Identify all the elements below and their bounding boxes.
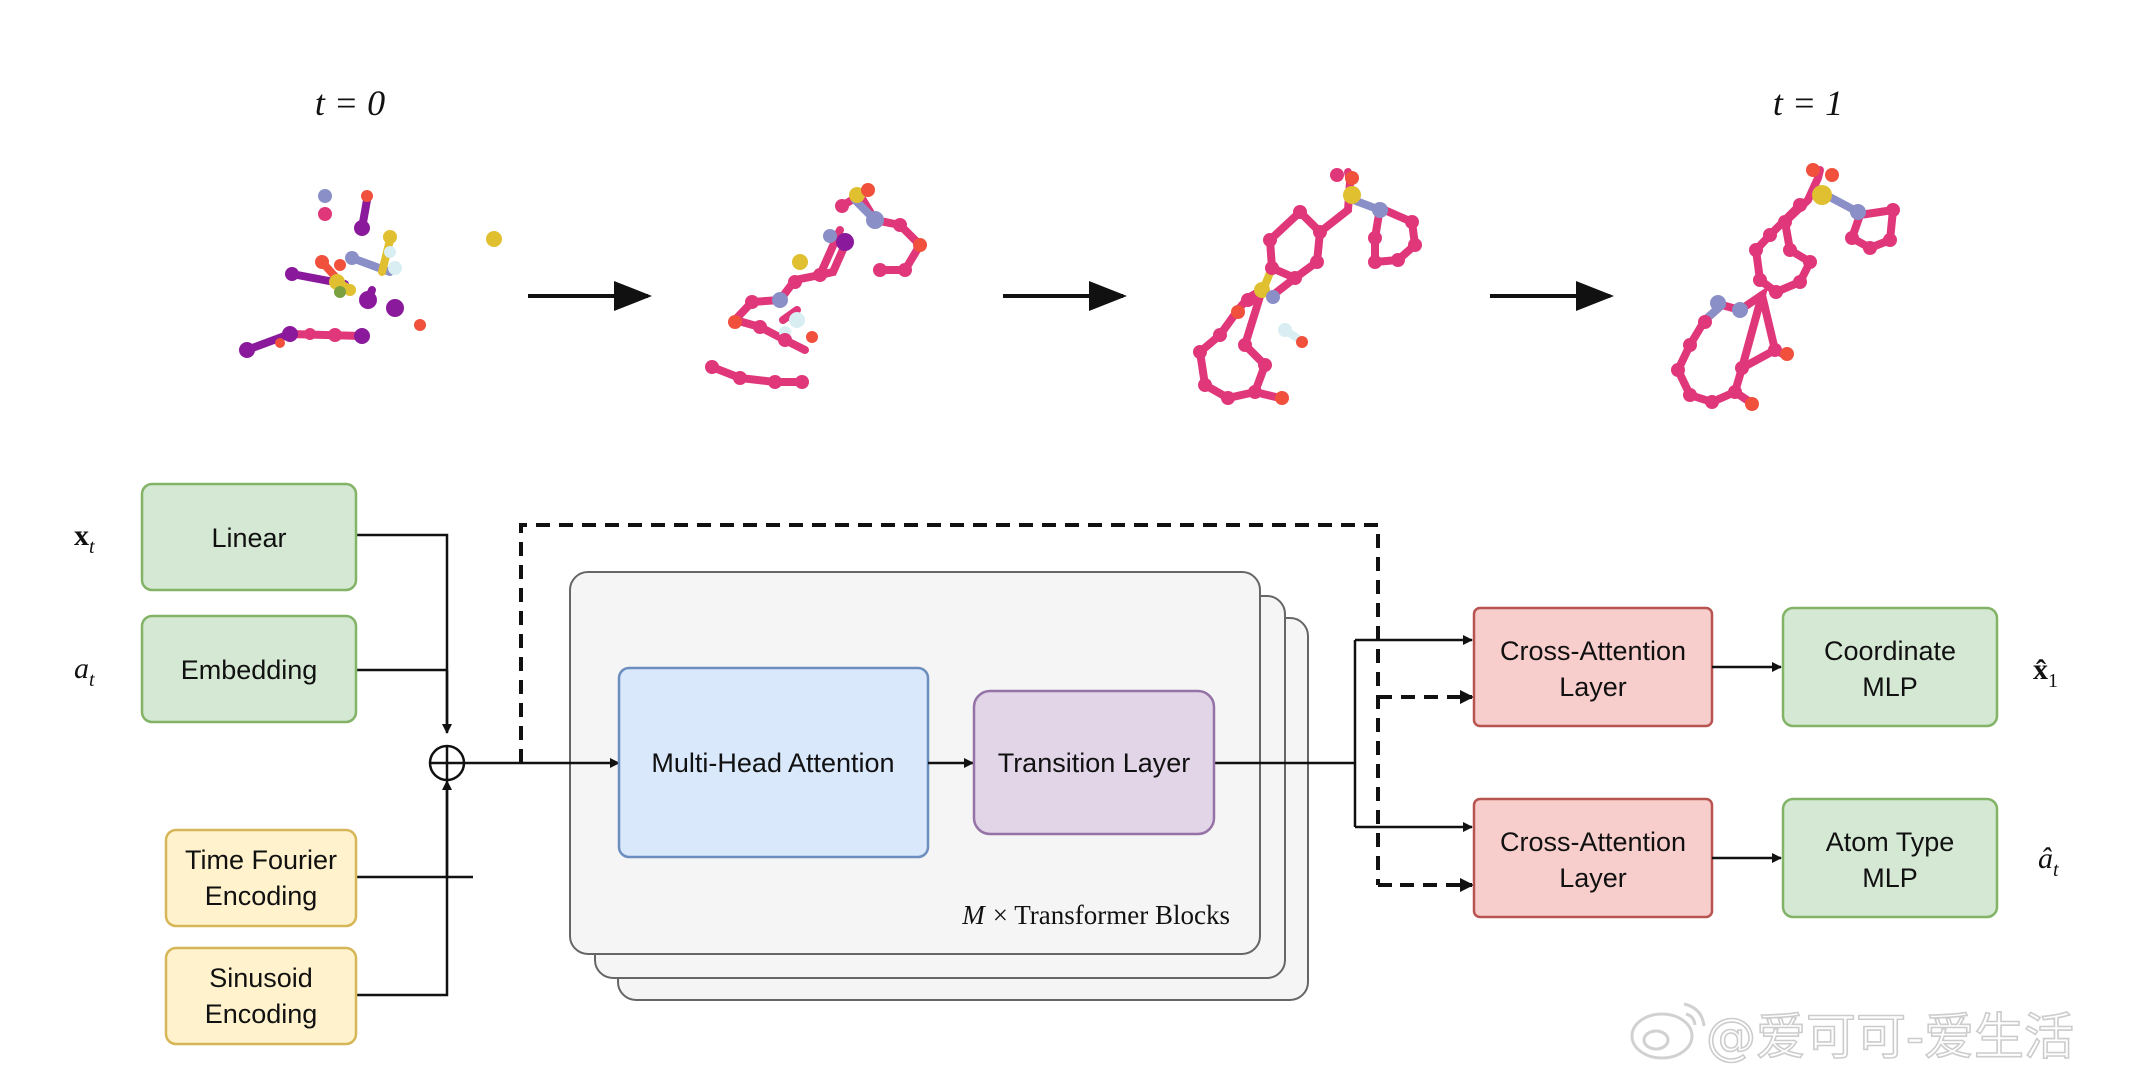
output-label-at-hat: ât xyxy=(2038,842,2059,881)
sinusoid-encoding-block: Sinusoid Encoding xyxy=(164,946,358,1046)
output-at-hat-main: â xyxy=(2038,842,2053,875)
molecule-state-initial xyxy=(239,189,502,358)
atom-mlp-label-line-1: Atom Type xyxy=(1826,827,1955,857)
output-x1-hat-main: x̂ xyxy=(2033,653,2048,686)
coord-mlp-label-line-2: MLP xyxy=(1862,672,1918,702)
transformer-stack-caption: M× Transformer Blocks xyxy=(961,900,1230,930)
output-x1-hat-sub: 1 xyxy=(2048,670,2058,692)
weibo-logo-icon xyxy=(1630,1002,1706,1060)
time-label-start: t = 0 xyxy=(315,83,385,123)
cross-attention-layer-2: Cross-Attention Layer xyxy=(1472,797,1714,919)
molecule-state-intermediate-2 xyxy=(1193,168,1422,405)
input-label-x-t: xt xyxy=(74,519,95,558)
stack-caption-m: M xyxy=(961,900,986,930)
linear-label: Linear xyxy=(211,523,286,553)
time-fourier-label-line-1: Time Fourier xyxy=(185,845,337,875)
cross-attn-2-label-line-2: Layer xyxy=(1559,863,1627,893)
multi-head-attention-block: Multi-Head Attention xyxy=(617,666,930,859)
skip-connection-dashed xyxy=(519,523,1380,885)
coord-mlp-label-line-1: Coordinate xyxy=(1824,636,1956,666)
transition-label: Transition Layer xyxy=(998,748,1191,778)
atom-type-mlp-block: Atom Type MLP xyxy=(1781,797,1999,919)
watermark: @爱可可-爱生活 xyxy=(1630,1002,2075,1067)
linear-block: Linear xyxy=(140,482,358,592)
cross-attention-layer-1: Cross-Attention Layer xyxy=(1472,606,1714,728)
output-label-x1-hat: x̂1 xyxy=(2033,653,2058,692)
cross-attn-2-label-line-1: Cross-Attention xyxy=(1500,827,1686,857)
input-a-t-main: a xyxy=(74,652,89,685)
coordinate-mlp-block: Coordinate MLP xyxy=(1781,606,1999,728)
transition-output-connectors xyxy=(1215,640,1357,827)
stack-caption-rest: × Transformer Blocks xyxy=(993,900,1230,930)
time-fourier-encoding-block: Time Fourier Encoding xyxy=(164,828,358,928)
watermark-text: @爱可可-爱生活 xyxy=(1706,1008,2074,1066)
output-at-hat-sub: t xyxy=(2053,859,2059,881)
atom-mlp-label-line-2: MLP xyxy=(1862,863,1918,893)
sum-node xyxy=(428,744,466,782)
mha-label: Multi-Head Attention xyxy=(651,748,894,778)
input-x-t-main: x xyxy=(74,519,89,552)
input-x-t-sub: t xyxy=(89,536,95,558)
time-fourier-label-line-2: Encoding xyxy=(205,881,318,911)
time-label-end: t = 1 xyxy=(1773,83,1843,123)
cross-attn-1-label-line-1: Cross-Attention xyxy=(1500,636,1686,666)
transition-layer-block: Transition Layer xyxy=(972,689,1216,836)
sinusoid-label-line-2: Encoding xyxy=(205,999,318,1029)
embedding-block: Embedding xyxy=(140,614,358,724)
molecule-state-final xyxy=(1671,163,1900,411)
cross-attn-1-label-line-2: Layer xyxy=(1559,672,1627,702)
input-label-a-t: at xyxy=(74,652,95,691)
molecule-state-intermediate-1 xyxy=(705,183,927,389)
input-a-t-sub: t xyxy=(89,669,95,691)
embedding-label: Embedding xyxy=(181,655,318,685)
sinusoid-label-line-1: Sinusoid xyxy=(209,963,313,993)
